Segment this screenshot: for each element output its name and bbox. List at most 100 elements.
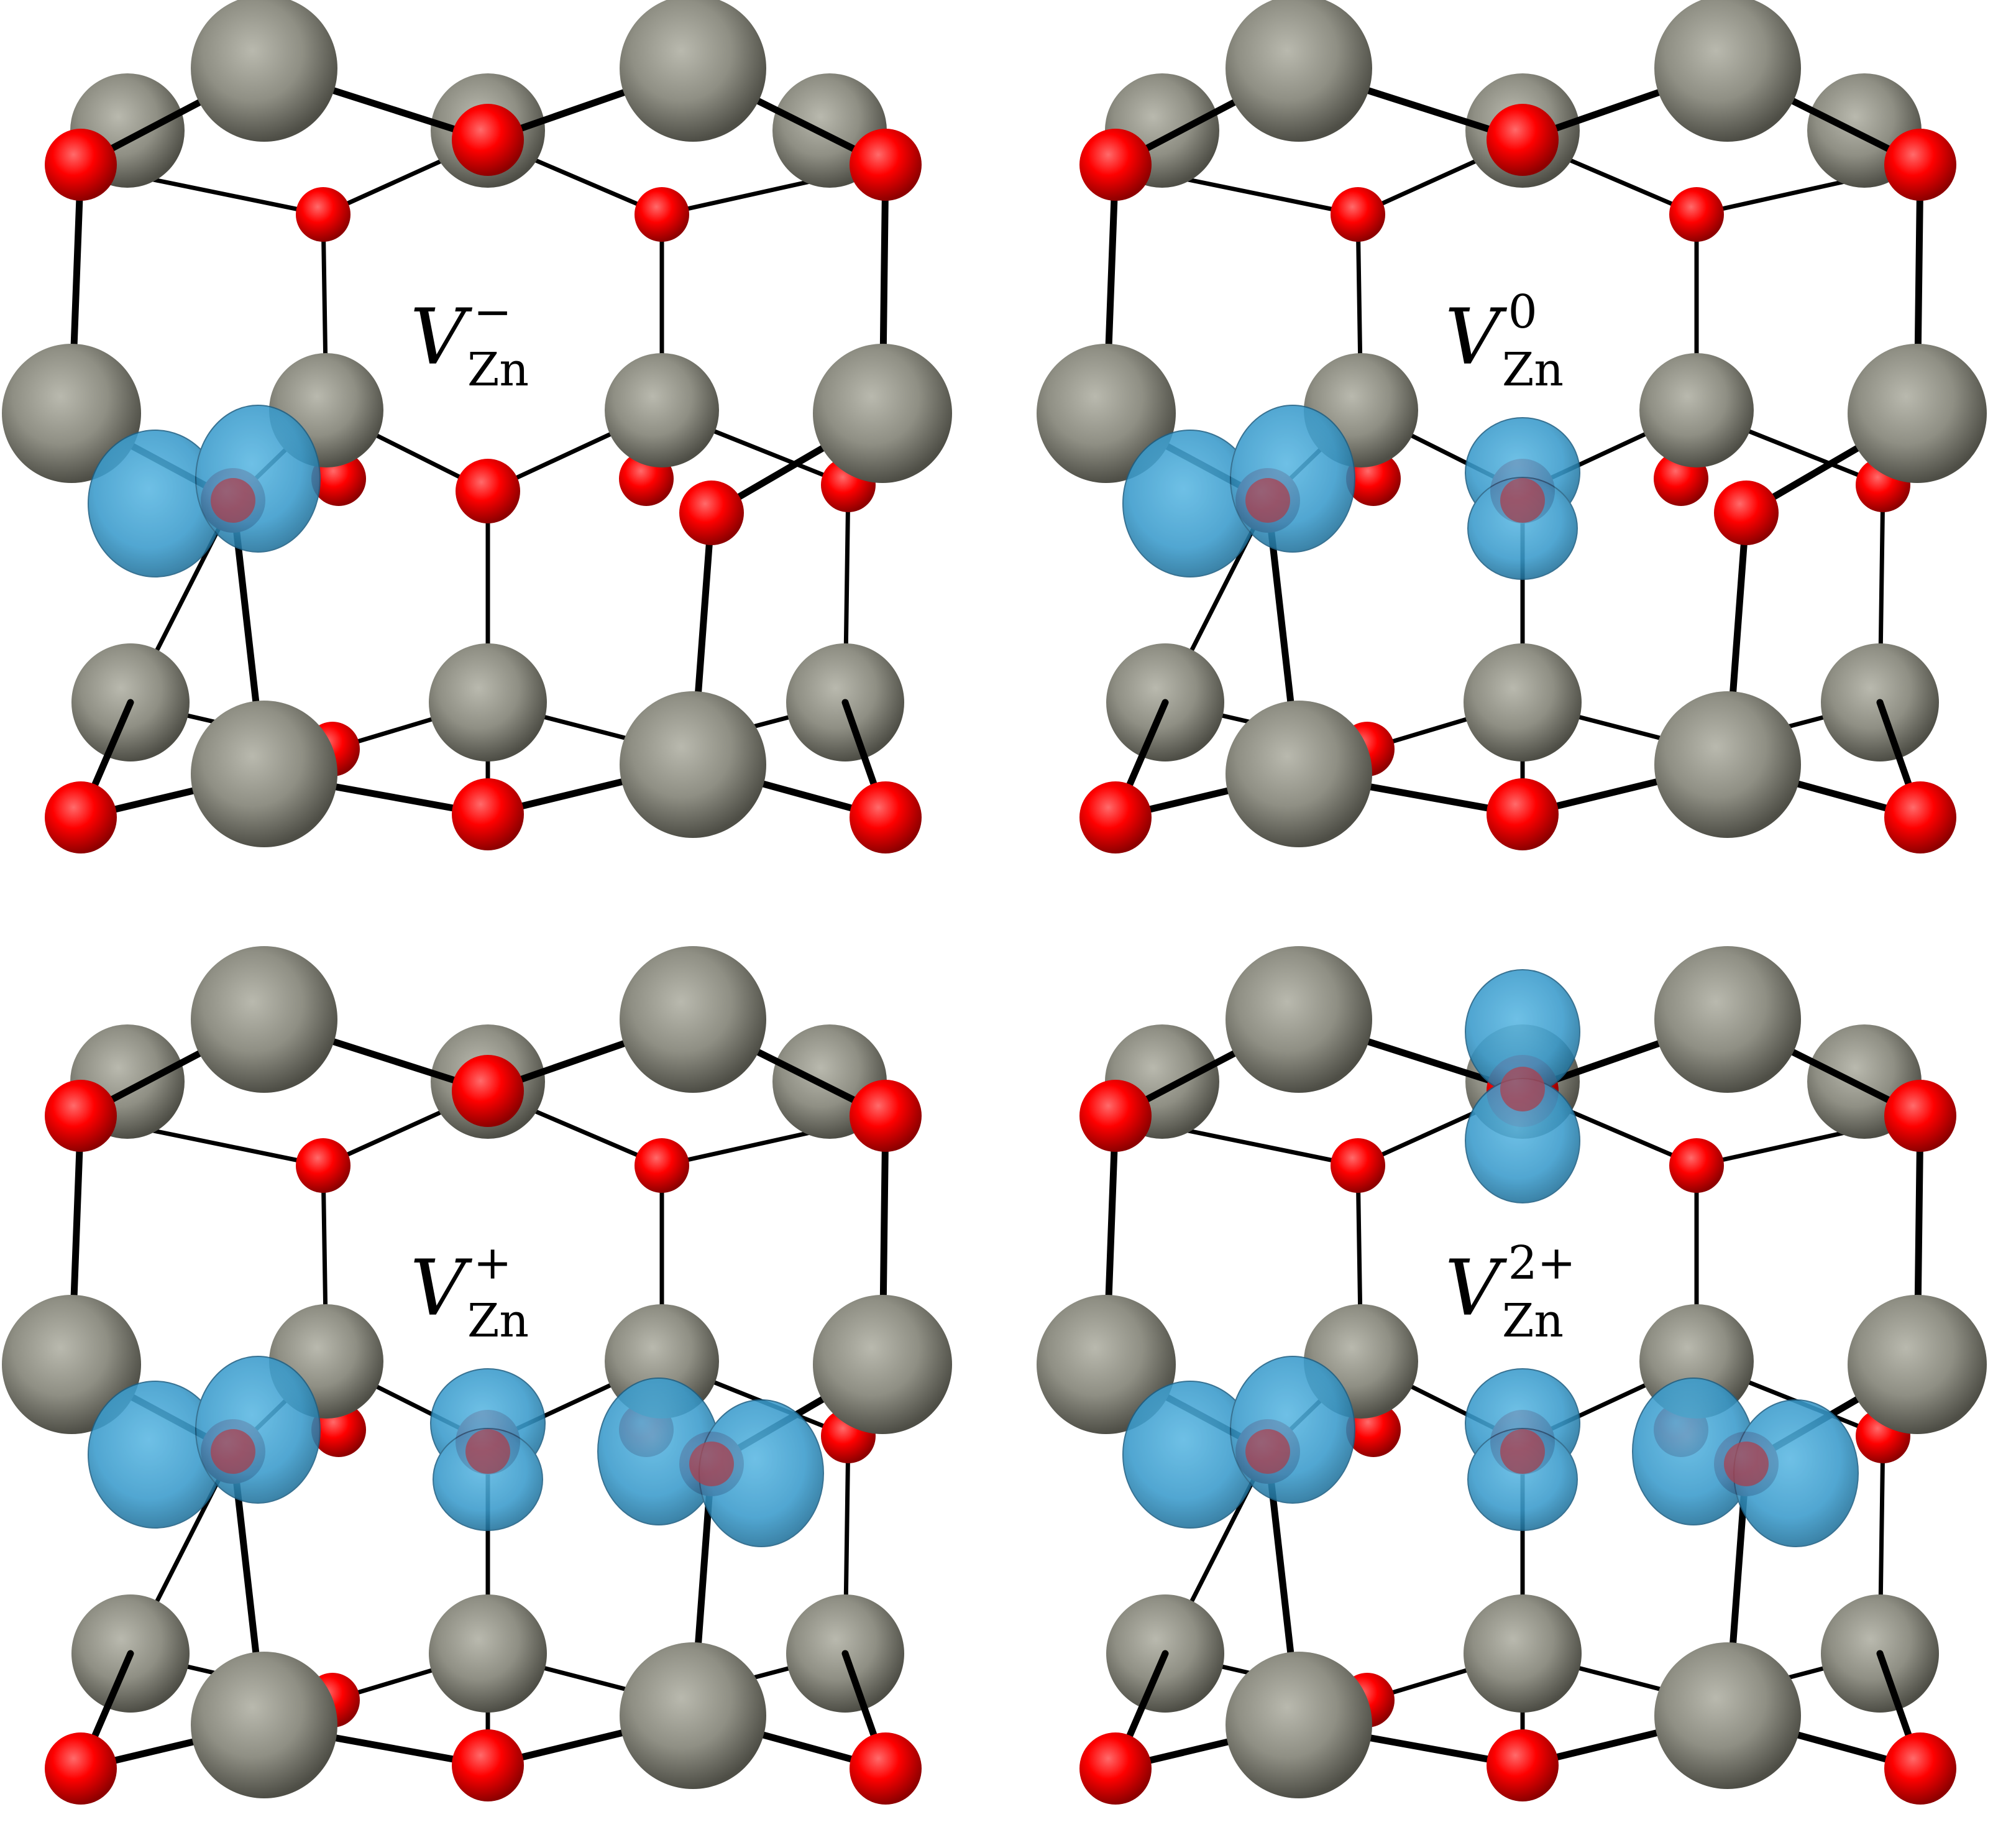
isosurface-left	[1122, 405, 1355, 577]
isosurface-left	[88, 1356, 321, 1529]
zinc-atom	[1464, 643, 1582, 761]
oxygen-atom	[1487, 778, 1559, 850]
zinc-atom	[191, 1652, 337, 1798]
oxygen-atom	[45, 1732, 117, 1805]
zinc-atom	[1226, 0, 1372, 142]
label-superscript: 0	[1508, 285, 1537, 339]
oxygen-atom-inside	[689, 1442, 734, 1486]
zinc-atom	[620, 946, 766, 1093]
zinc-atom	[191, 946, 337, 1093]
oxygen-atom	[850, 1080, 922, 1152]
oxygen-atom	[296, 187, 351, 242]
label-symbol: V	[1445, 1244, 1508, 1333]
oxygen-atom-inside	[1245, 1429, 1290, 1474]
zinc-atom	[605, 353, 719, 467]
isosurface-right	[1632, 1378, 1859, 1547]
oxygen-atom	[452, 778, 524, 850]
label-subscript: Zn	[467, 343, 529, 397]
zinc-atom	[1654, 946, 1801, 1093]
oxygen-atom	[1079, 781, 1152, 853]
oxygen-atom	[1884, 1080, 1956, 1152]
isosurface-center	[1465, 1368, 1580, 1531]
oxygen-atom	[1079, 129, 1152, 201]
isosurface-lobe	[1230, 1356, 1355, 1504]
zinc-atom	[620, 1642, 766, 1789]
zinc-atom	[2, 1295, 141, 1434]
oxygen-atom-inside	[1724, 1442, 1769, 1486]
oxygen-atom	[45, 781, 117, 853]
panel-label: V−	[410, 285, 512, 382]
zinc-atom	[191, 701, 337, 847]
oxygen-atom-inside	[211, 1429, 255, 1474]
label-subscript: Zn	[1502, 1294, 1564, 1348]
zinc-atom	[1037, 344, 1176, 483]
isosurface-lobe	[1467, 477, 1578, 580]
zinc-atom	[2, 344, 141, 483]
zinc-atom	[1639, 353, 1754, 467]
oxygen-atom	[850, 781, 922, 853]
oxygen-atom-inside	[1245, 478, 1290, 523]
oxygen-atom	[850, 129, 922, 201]
oxygen-atom-inside	[1500, 1429, 1545, 1474]
zinc-atom	[1654, 1642, 1801, 1789]
oxygen-atom	[1714, 481, 1779, 545]
isosurfaces	[88, 405, 321, 577]
zinc-atom	[191, 0, 337, 142]
zinc-atom	[1226, 1652, 1372, 1798]
oxygen-atom-inside	[1500, 1067, 1545, 1111]
isosurface-center	[1465, 417, 1580, 580]
zinc-atom	[813, 1295, 952, 1434]
isosurface-lobe	[1467, 1428, 1578, 1531]
oxygen-atom	[1669, 187, 1724, 242]
oxygen-atom	[452, 104, 524, 176]
zinc-atom	[1848, 1295, 1987, 1434]
zinc-atom	[1654, 691, 1801, 838]
atoms	[2, 0, 952, 853]
isosurface-lobe	[195, 405, 321, 553]
zinc-atom	[813, 344, 952, 483]
oxygen-atom	[1079, 1732, 1152, 1805]
oxygen-atom	[452, 1729, 524, 1801]
oxygen-atom	[45, 129, 117, 201]
zinc-atom	[1037, 1295, 1176, 1434]
oxygen-atom	[1487, 1729, 1559, 1801]
label-symbol: V	[410, 1244, 473, 1333]
isosurfaces	[1122, 405, 1580, 580]
oxygen-atom	[1079, 1080, 1152, 1152]
label-superscript: +	[474, 1236, 512, 1290]
oxygen-atom	[1331, 187, 1385, 242]
oxygen-atom-inside	[1500, 478, 1545, 523]
panel-3: V+Zn	[2, 946, 952, 1805]
panel-1: V−Zn	[2, 0, 952, 853]
oxygen-atom	[1487, 104, 1559, 176]
zinc-atom	[1654, 0, 1801, 142]
isosurface-left	[88, 405, 321, 577]
zinc-atom	[620, 0, 766, 142]
isosurface-lobe	[195, 1356, 321, 1504]
oxygen-atom	[1331, 1138, 1385, 1193]
zinc-atom	[429, 643, 547, 761]
isosurface-top	[1465, 969, 1580, 1203]
zinc-atom	[1226, 701, 1372, 847]
zinc-atom	[1848, 344, 1987, 483]
label-superscript: −	[474, 285, 512, 339]
isosurface-right	[597, 1378, 824, 1547]
oxygen-atom	[1884, 781, 1956, 853]
isosurfaces	[1122, 969, 1859, 1547]
oxygen-atom-inside	[465, 1429, 510, 1474]
oxygen-atom	[1884, 1732, 1956, 1805]
zinc-atom	[1464, 1594, 1582, 1713]
isosurface-lobe	[433, 1428, 543, 1531]
oxygen-atom-inside	[211, 478, 255, 523]
oxygen-atom	[635, 1138, 689, 1193]
zinc-atom	[429, 1594, 547, 1713]
oxygen-atom	[45, 1080, 117, 1152]
zinc-atom	[1226, 946, 1372, 1093]
isosurfaces	[88, 1356, 824, 1547]
oxygen-atom	[1669, 1138, 1724, 1193]
oxygen-atom	[456, 459, 520, 523]
zinc-atom	[620, 691, 766, 838]
